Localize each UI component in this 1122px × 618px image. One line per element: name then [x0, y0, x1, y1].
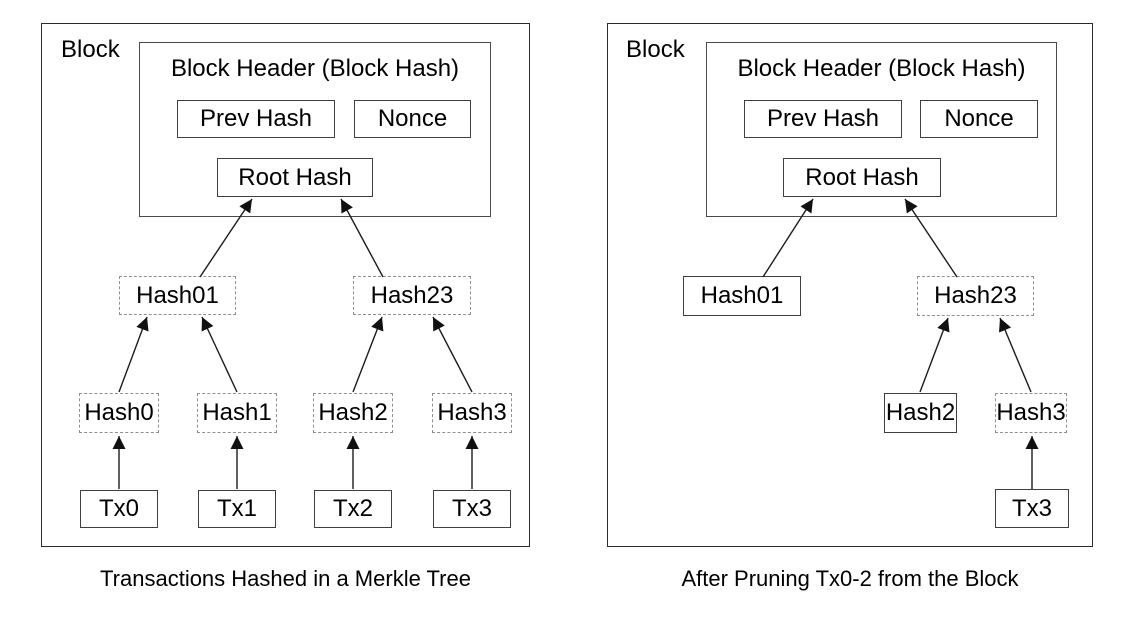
right-block-header-box: [706, 42, 1057, 217]
right-tx3-node: Tx3: [995, 489, 1069, 528]
left-hash1-node: Hash1: [197, 393, 277, 433]
right-hash01-node: Hash01: [683, 276, 801, 316]
right-hash2-node: Hash2: [884, 393, 957, 433]
left-caption: Transactions Hashed in a Merkle Tree: [100, 566, 471, 591]
left-root-hash-box: Root Hash: [217, 158, 373, 197]
left-block-container: [41, 23, 530, 547]
left-hash3-node: Hash3: [432, 393, 512, 433]
right-hash23-node: Hash23: [917, 276, 1034, 316]
right-root-hash-box: Root Hash: [783, 158, 941, 197]
right-nonce-box: Nonce: [920, 100, 1038, 138]
right-block-container: [607, 23, 1093, 547]
left-tx2-node: Tx2: [314, 490, 392, 528]
left-tx0-node: Tx0: [80, 490, 158, 528]
right-block-label: Block: [626, 36, 685, 63]
left-block-header-box: [139, 42, 491, 217]
left-prev-hash-box: Prev Hash: [177, 100, 335, 138]
left-tx1-node: Tx1: [198, 490, 276, 528]
left-hash01-node: Hash01: [119, 276, 236, 315]
left-nonce-box: Nonce: [354, 100, 471, 138]
left-hash23-node: Hash23: [353, 276, 471, 315]
left-block-header-title: Block Header (Block Hash): [170, 55, 460, 82]
right-caption: After Pruning Tx0-2 from the Block: [681, 566, 1019, 591]
left-hash2-node: Hash2: [313, 393, 393, 433]
right-hash3-node: Hash3: [995, 393, 1067, 433]
right-prev-hash-box: Prev Hash: [744, 100, 902, 138]
right-block-header-title: Block Header (Block Hash): [737, 55, 1026, 82]
left-tx3-node: Tx3: [433, 490, 511, 528]
left-hash0-node: Hash0: [79, 393, 159, 433]
left-block-label: Block: [61, 36, 120, 63]
